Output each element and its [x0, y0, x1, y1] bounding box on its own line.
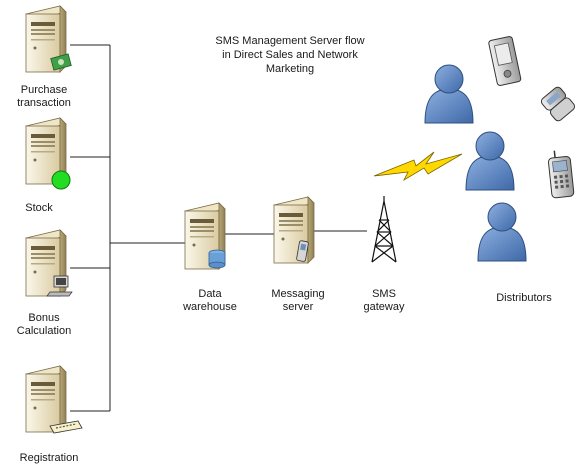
- purchase-server-icon: [25, 5, 72, 73]
- messaging-server-icon: [273, 196, 315, 264]
- distributor-person-icon-2: [465, 131, 515, 191]
- data-warehouse-label: Data warehouse: [183, 288, 237, 313]
- stock-server-icon: [25, 117, 71, 190]
- stock-label: Stock: [25, 202, 53, 214]
- sms-gateway-label: SMS gateway: [363, 288, 405, 313]
- purchase-transaction-label: Purchase transaction: [17, 84, 71, 109]
- flip-phone-icon: [540, 86, 576, 122]
- distributors-label: Distributors: [496, 292, 552, 304]
- bonus-calculation-label: Bonus Calculation: [16, 312, 72, 337]
- registration-server-icon: [25, 365, 83, 434]
- mobile-phone-icon: [547, 150, 575, 199]
- bonus-server-icon: [25, 229, 73, 297]
- distributor-person-icon-3: [477, 202, 527, 262]
- distributor-person-icon-1: [424, 64, 474, 124]
- messaging-server-label: Messaging server: [271, 288, 325, 313]
- registration-label: Registration: [19, 452, 79, 464]
- data-warehouse-server-icon: [184, 202, 226, 270]
- sms-gateway-tower-icon: [371, 196, 397, 263]
- pda-device-icon: [488, 36, 522, 86]
- connector-lines: [70, 44, 367, 412]
- wireless-signal-lightning-icon: [373, 151, 463, 182]
- diagram-title: SMS Management Server flow in Direct Sal…: [215, 35, 365, 75]
